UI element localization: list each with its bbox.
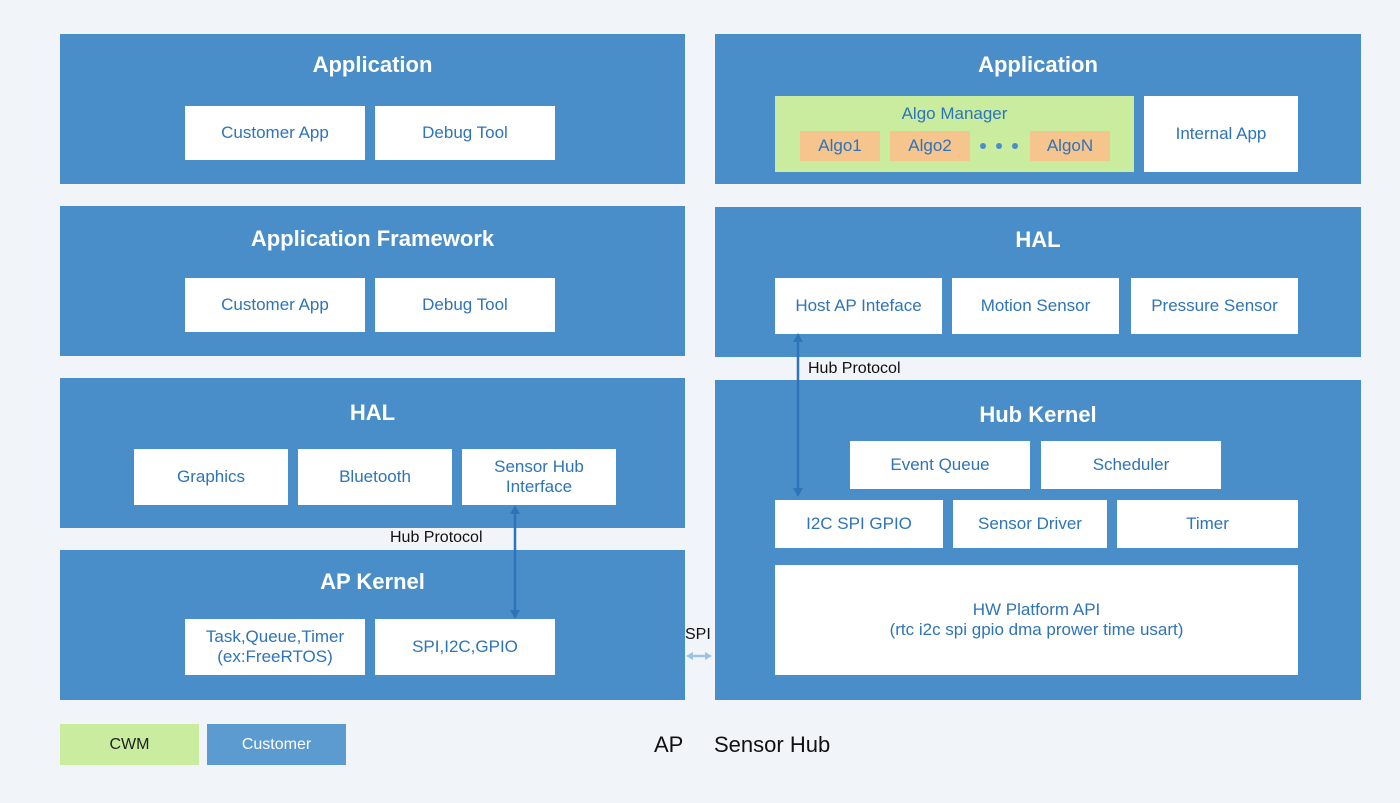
- graphics-box: Graphics: [134, 449, 288, 505]
- algo1-box: Algo1: [800, 131, 880, 161]
- left-framework-panel: Application Framework Customer App Debug…: [60, 206, 685, 356]
- ap-kernel-panel: AP Kernel Task,Queue,Timer (ex:FreeRTOS)…: [60, 550, 685, 700]
- right-application-panel: Application Algo Manager Algo1 Algo2 Alg…: [715, 34, 1361, 184]
- legend-cwm: CWM: [60, 724, 199, 765]
- left-customer-app-box: Customer App: [185, 106, 365, 160]
- hw-platform-api-detail: (rtc i2c spi gpio dma prower time usart): [889, 620, 1184, 639]
- left-hal-panel: HAL Graphics Bluetooth Sensor Hub Interf…: [60, 378, 685, 528]
- freertos-label: (ex:FreeRTOS): [217, 647, 333, 666]
- footer-sensor-hub-label: Sensor Hub: [714, 732, 831, 757]
- ellipsis-dots: [980, 143, 1018, 149]
- sensor-driver-box: Sensor Driver: [953, 500, 1107, 548]
- i2c-spi-gpio-box: I2C SPI GPIO: [775, 500, 943, 548]
- internal-app-box: Internal App: [1144, 96, 1298, 172]
- left-arrow-head-up: [510, 505, 520, 514]
- motion-sensor-box: Motion Sensor: [952, 278, 1119, 334]
- left-framework-title: Application Framework: [250, 226, 495, 251]
- host-ap-interface-box: Host AP Inteface: [775, 278, 942, 334]
- spi-arrow-head-right: [705, 652, 712, 660]
- hw-platform-api-box: HW Platform API (rtc i2c spi gpio dma pr…: [775, 565, 1298, 675]
- hub-kernel-panel: Hub Kernel Event Queue Scheduler I2C SPI…: [715, 380, 1361, 700]
- framework-customer-app-box: Customer App: [185, 278, 365, 332]
- right-arrow-head-down: [793, 488, 803, 497]
- spi-arrow-head-left: [686, 652, 693, 660]
- spi-label: SPI: [685, 626, 711, 643]
- spi-i2c-gpio-box: SPI,I2C,GPIO: [375, 619, 555, 675]
- footer-ap-label: AP: [654, 732, 684, 757]
- task-queue-timer-label: Task,Queue,Timer: [205, 627, 345, 646]
- timer-box: Timer: [1117, 500, 1298, 548]
- left-hal-title: HAL: [349, 400, 396, 425]
- left-hub-protocol-label: Hub Protocol: [390, 529, 483, 546]
- left-arrow-head-down: [510, 610, 520, 619]
- scheduler-box: Scheduler: [1041, 441, 1221, 489]
- right-hal-title: HAL: [1015, 227, 1061, 252]
- algo2-box: Algo2: [890, 131, 970, 161]
- right-hal-panel: HAL Host AP Inteface Motion Sensor Press…: [715, 207, 1361, 357]
- right-arrow-head-up: [793, 333, 803, 342]
- hub-kernel-title: Hub Kernel: [979, 402, 1097, 427]
- legend-customer: Customer: [207, 724, 346, 765]
- algo-manager-box: Algo Manager Algo1 Algo2 AlgoN: [775, 96, 1134, 172]
- event-queue-box: Event Queue: [850, 441, 1030, 489]
- dot: [996, 143, 1002, 149]
- hw-platform-api-label: HW Platform API: [972, 600, 1101, 619]
- sensor-hub-label: Sensor Hub: [494, 457, 584, 476]
- interface-label: Interface: [505, 477, 573, 496]
- bluetooth-box: Bluetooth: [298, 449, 452, 505]
- algo-manager-label: Algo Manager: [901, 104, 1008, 123]
- dot: [980, 143, 986, 149]
- sensor-hub-interface-box: Sensor Hub Interface: [462, 449, 616, 505]
- left-debug-tool-box: Debug Tool: [375, 106, 555, 160]
- ap-kernel-title: AP Kernel: [320, 569, 425, 594]
- pressure-sensor-box: Pressure Sensor: [1131, 278, 1298, 334]
- framework-debug-tool-box: Debug Tool: [375, 278, 555, 332]
- dot: [1012, 143, 1018, 149]
- task-queue-timer-box: Task,Queue,Timer (ex:FreeRTOS): [185, 619, 365, 675]
- algon-box: AlgoN: [1030, 131, 1110, 161]
- left-application-panel: Application Customer App Debug Tool: [60, 34, 685, 184]
- right-application-title: Application: [978, 52, 1098, 77]
- right-hub-protocol-label: Hub Protocol: [808, 360, 901, 377]
- left-application-title: Application: [312, 52, 433, 77]
